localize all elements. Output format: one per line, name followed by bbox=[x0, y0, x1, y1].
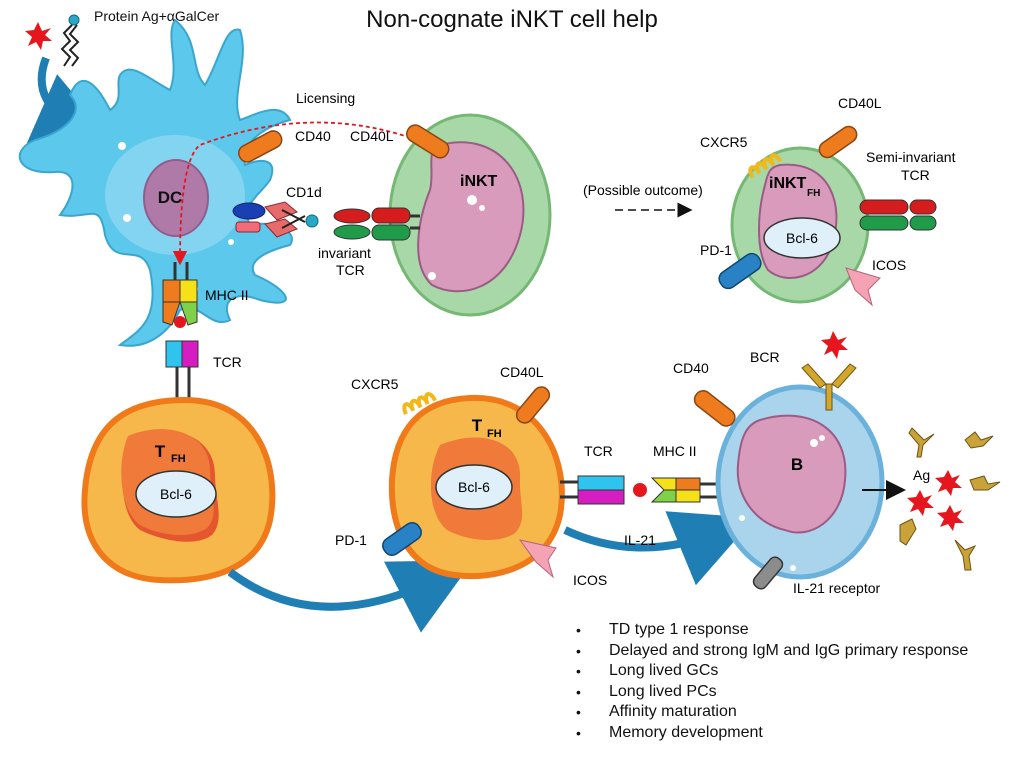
possible-outcome-label: (Possible outcome) bbox=[583, 182, 703, 198]
bcell-il21-receptor bbox=[752, 556, 784, 590]
inkt-fh-cxcr5-label: CXCR5 bbox=[700, 134, 748, 150]
inkt-tcr-molecule-icon bbox=[333, 207, 420, 241]
b-cell bbox=[715, 384, 885, 580]
inkt-fh-bcl6-label: Bcl-6 bbox=[786, 230, 818, 246]
cd1d-label: CD1d bbox=[286, 184, 322, 200]
tfh-mid-icos-label: ICOS bbox=[573, 572, 607, 588]
antigen-star-icon bbox=[25, 22, 52, 50]
tfh-migration-arrow bbox=[227, 560, 474, 633]
bcell-cd40-label: CD40 bbox=[673, 360, 709, 376]
inkt-label: iNKT bbox=[460, 173, 498, 190]
tfh-mid-cxcr5-label: CXCR5 bbox=[351, 376, 399, 392]
inkt-cd40l-label: CD40L bbox=[350, 128, 394, 144]
outcome-list: TD type 1 response Delayed and strong Ig… bbox=[576, 620, 968, 743]
tfh-mid-cxcr5-icon bbox=[402, 392, 437, 416]
outcome-item: Affinity maturation bbox=[576, 702, 968, 723]
dc-mhc2-molecule-icon bbox=[162, 262, 198, 328]
licensing-label: Licensing bbox=[296, 90, 355, 106]
inkt-fh-cxcr5-icon bbox=[748, 153, 783, 179]
secreted-antibody-icon bbox=[899, 427, 1001, 571]
bcell-mhc2-molecule-icon bbox=[650, 477, 720, 503]
dc-nucleus bbox=[143, 159, 209, 237]
galcer-lipid-icon bbox=[60, 14, 80, 67]
tfh-mid-cd40l-label: CD40L bbox=[500, 364, 544, 380]
inkt-fh-cd40l-receptor bbox=[818, 125, 858, 159]
outcome-item: Long lived PCs bbox=[576, 682, 968, 703]
dc-cd40-receptor bbox=[238, 130, 283, 163]
antigen-label-top: Protein Ag+αGalCer bbox=[94, 8, 220, 24]
bcell-il21r-label: IL-21 receptor bbox=[793, 580, 880, 596]
tfh-left-label: T bbox=[155, 442, 166, 461]
inkt-fh-cd40l-label: CD40L bbox=[838, 95, 882, 111]
antigen-peptide-icon bbox=[633, 483, 647, 497]
inkt-fh-label: iNKT bbox=[769, 175, 807, 192]
il21-label: IL-21 bbox=[624, 532, 656, 548]
dc-label: DC bbox=[158, 188, 183, 207]
il21-arrow bbox=[563, 511, 755, 586]
outcome-item: TD type 1 response bbox=[576, 620, 968, 641]
tfh-left-sub-label: FH bbox=[171, 453, 186, 465]
page-title: Non-cognate iNKT cell help bbox=[366, 6, 658, 33]
inkt-fh-pd1-label: PD-1 bbox=[700, 242, 732, 258]
tfh-left-tcr-molecule-icon bbox=[165, 340, 199, 405]
inkt-cd40l-receptor bbox=[405, 124, 450, 159]
inkt-fh-sub-label: FH bbox=[807, 188, 820, 199]
tfh-mid-mhc2-label: MHC II bbox=[653, 443, 697, 459]
tfh-mid-bcl6-bubble bbox=[435, 464, 513, 510]
inkt-fh-icos-receptor bbox=[845, 267, 881, 307]
bcell-cd40-receptor bbox=[693, 390, 736, 427]
antigen-label: Ag bbox=[913, 467, 930, 483]
tfh-left-tcr-label: TCR bbox=[213, 354, 242, 370]
bcell-label: B bbox=[791, 455, 803, 474]
tfh-mid-label: T bbox=[472, 416, 483, 435]
inkt-tcr-label-line2: TCR bbox=[336, 262, 365, 278]
inkt-tcr-label-line1: invariant bbox=[318, 245, 371, 261]
antigen-star-icon bbox=[907, 470, 964, 531]
tfh-mid-cd40l-receptor bbox=[515, 386, 551, 424]
tfh-mid-bcl6-label: Bcl-6 bbox=[458, 479, 490, 495]
bcr-antibody-icon bbox=[801, 331, 857, 411]
tfh-left-bcl6-bubble bbox=[135, 470, 217, 518]
tfh-mid-pd1-receptor bbox=[382, 521, 422, 557]
outcome-item: Memory development bbox=[576, 723, 968, 744]
inkt-cell bbox=[388, 113, 552, 317]
bcell-bcr-label: BCR bbox=[750, 349, 780, 365]
inkt-fh-tcr-molecule-icon bbox=[859, 199, 937, 231]
tfh-mid-pd1-label: PD-1 bbox=[335, 532, 367, 548]
inkt-fh-icos-label: ICOS bbox=[872, 257, 906, 273]
dc-mhc2-label: MHC II bbox=[205, 287, 249, 303]
inkt-fh-tcr-label-line1: Semi-invariant bbox=[866, 149, 956, 165]
licensing-arrow bbox=[172, 121, 431, 266]
inkt-fh-pd1-receptor bbox=[718, 252, 762, 290]
tfh-mid-tcr-molecule-icon bbox=[560, 475, 625, 505]
tfh-mid-icos-receptor bbox=[518, 539, 557, 579]
outcome-item: Long lived GCs bbox=[576, 661, 968, 682]
cd1d-molecule-icon bbox=[232, 201, 319, 238]
inkt-fh-tcr-label-line2: TCR bbox=[901, 167, 930, 183]
outcome-item: Delayed and strong IgM and IgG primary r… bbox=[576, 641, 968, 662]
tfh-mid-tcr-label: TCR bbox=[584, 443, 613, 459]
tfh-mid-sub-label: FH bbox=[487, 428, 502, 440]
dc-cd40-label: CD40 bbox=[295, 128, 331, 144]
inkt-fh-bcl6-bubble bbox=[763, 217, 841, 259]
tfh-left-bcl6-label: Bcl-6 bbox=[160, 486, 192, 502]
